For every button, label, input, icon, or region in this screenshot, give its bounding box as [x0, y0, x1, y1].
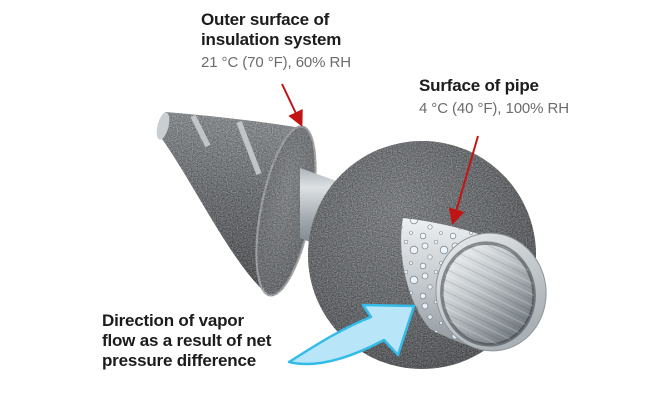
pipe-annotation-arrow [448, 135, 479, 226]
pipe-surface-label: Surface of pipe 4 °C (40 °F), 100% RH [419, 76, 569, 118]
vapor-flow-title: Direction of vapor flow as a result of n… [102, 311, 271, 371]
label-line: Outer surface of [201, 10, 330, 29]
pipe-surface-title: Surface of pipe [419, 76, 539, 95]
insulation-annotation-arrow [281, 83, 303, 127]
vapor-flow-label: Direction of vapor flow as a result of n… [102, 311, 271, 371]
pipe-surface-conditions: 4 °C (40 °F), 100% RH [419, 100, 569, 117]
insulation-surface-label: Outer surface of insulation system 21 °C… [201, 10, 351, 72]
label-line: pressure difference [102, 351, 256, 370]
vapor-flow-arrow [287, 303, 416, 366]
insulation-surface-conditions: 21 °C (70 °F), 60% RH [201, 54, 351, 71]
label-line: Direction of vapor [102, 311, 244, 330]
pipe-bore-brushed-texture [441, 243, 535, 345]
insulation-band [190, 114, 211, 148]
label-line: insulation system [201, 30, 342, 49]
insulation-surface-title: Outer surface of insulation system [201, 10, 351, 50]
label-line: flow as a result of net [102, 331, 272, 350]
insulation-tip-cap [156, 112, 170, 140]
insulation-band [236, 121, 262, 175]
